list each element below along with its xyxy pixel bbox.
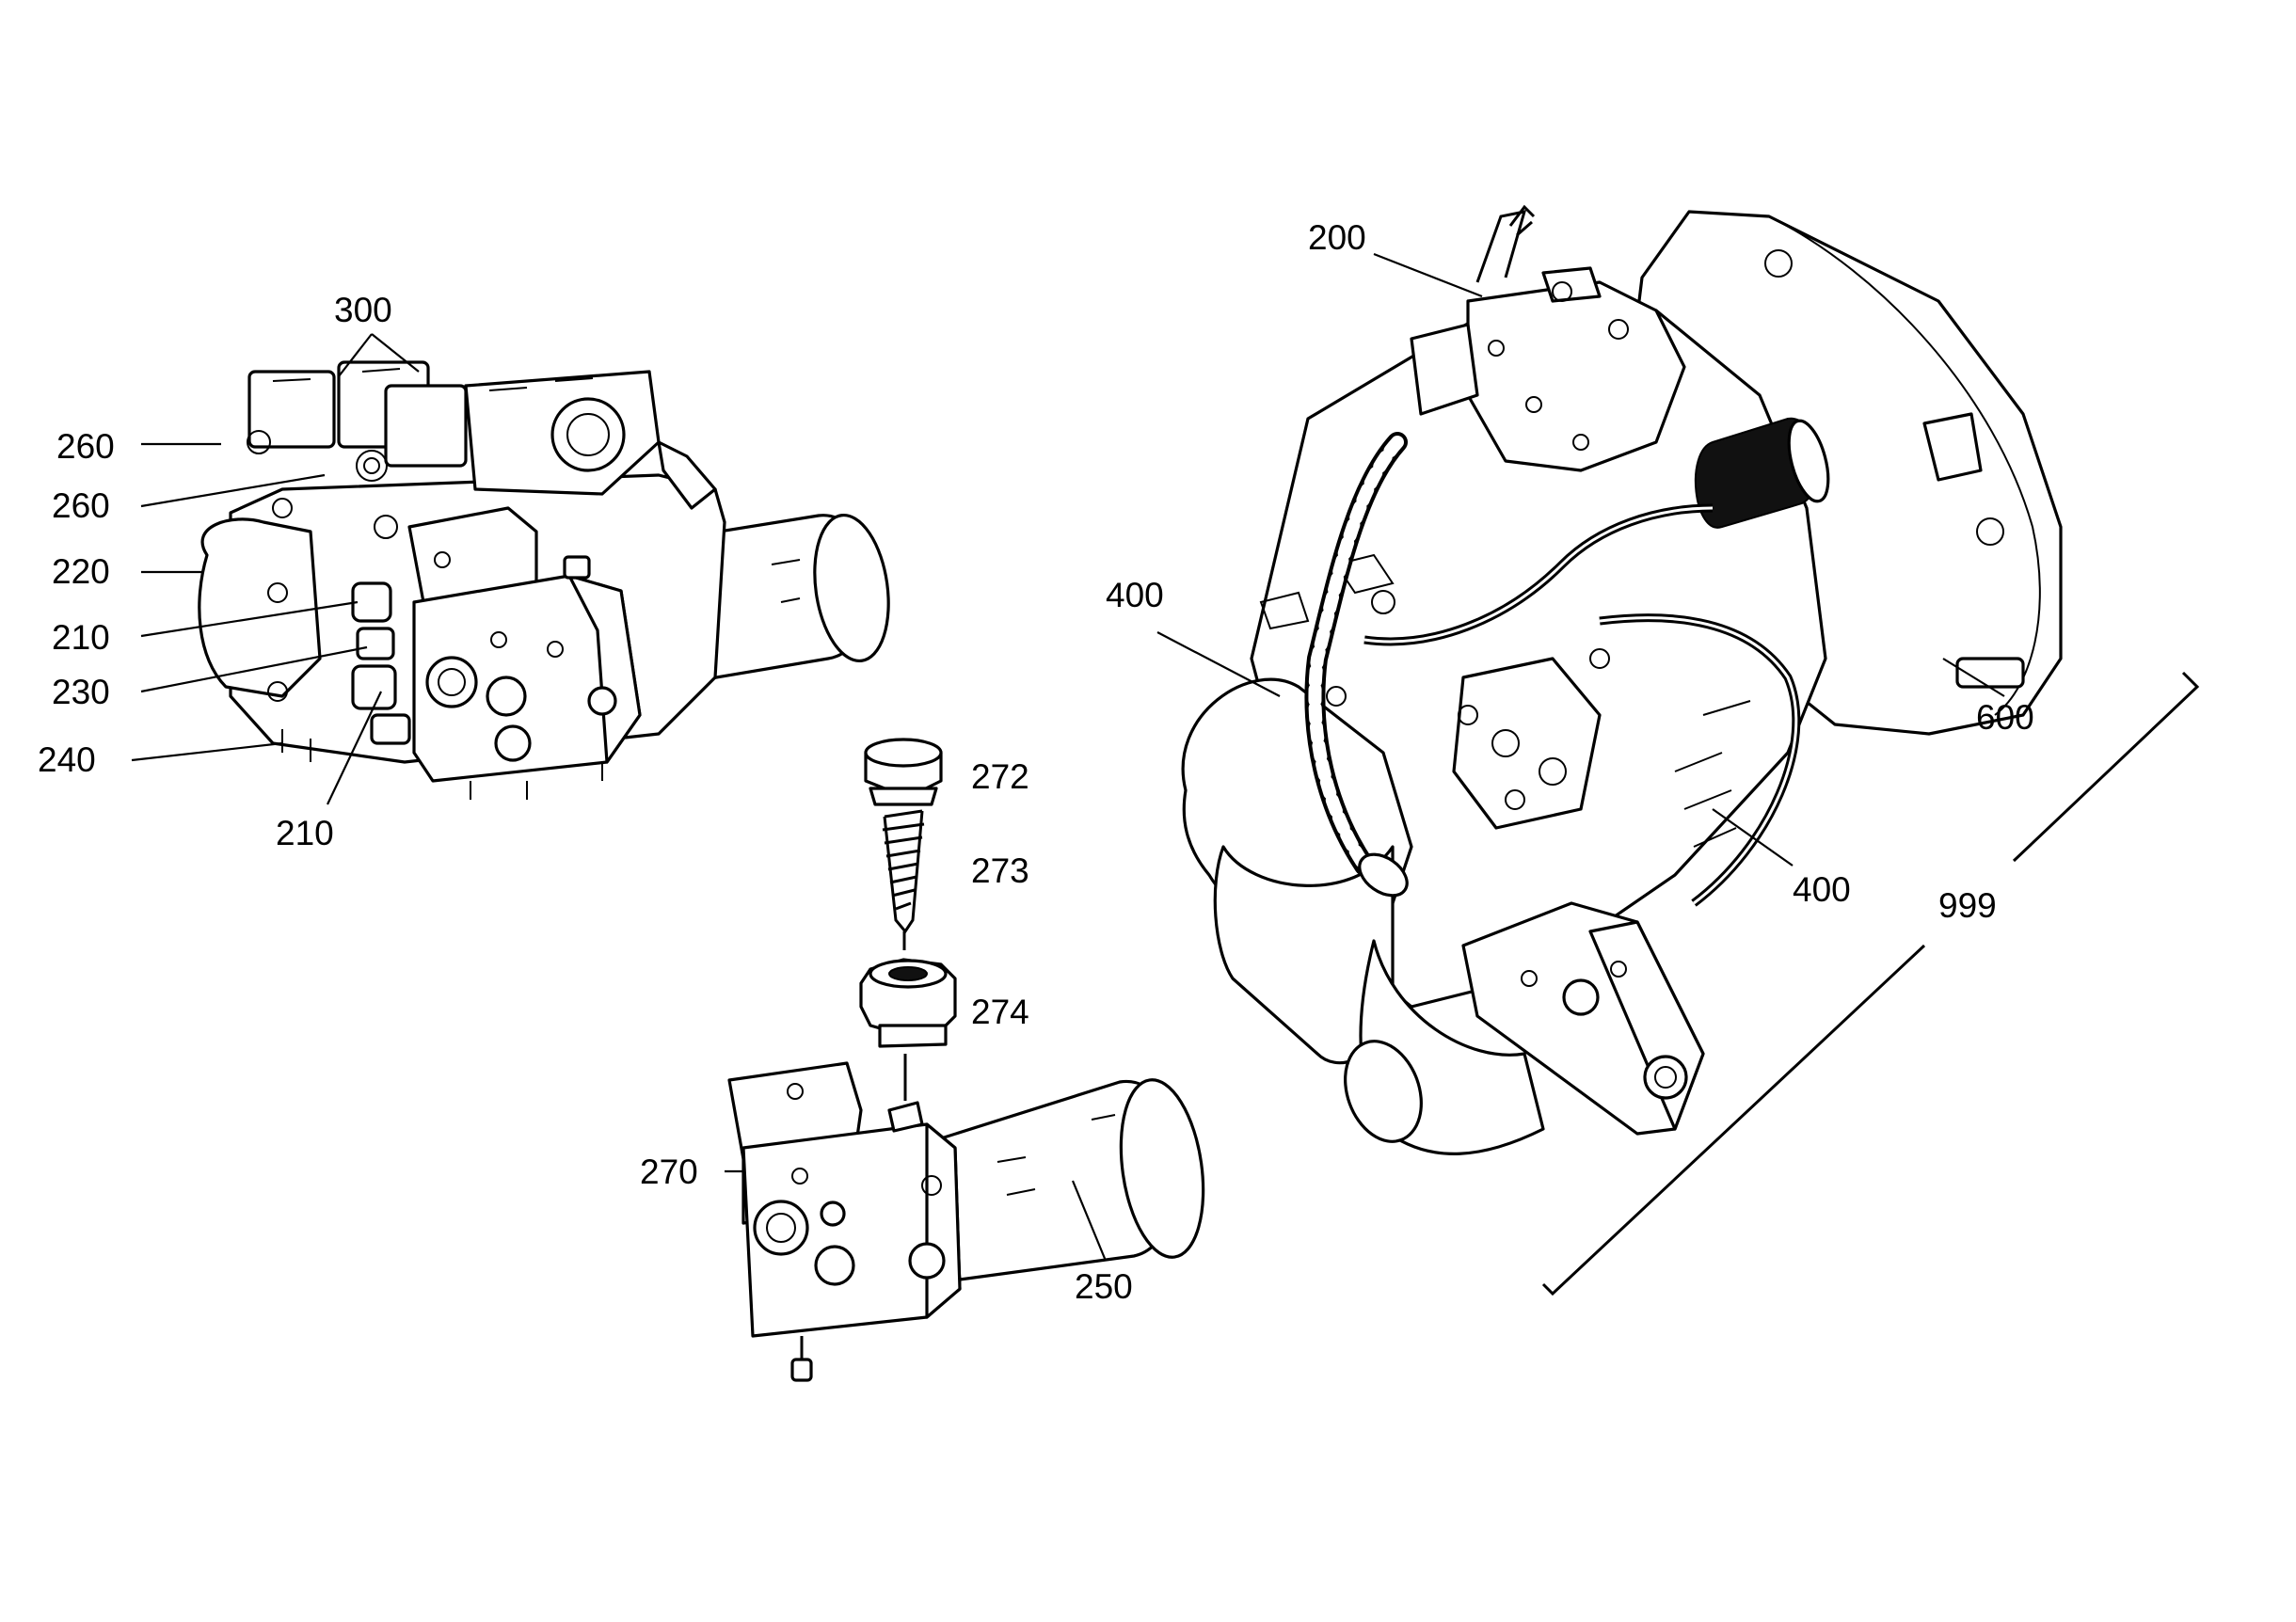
callout-400-right: 400 bbox=[1793, 870, 1851, 909]
filter-assembly bbox=[727, 738, 1205, 1382]
callout-200: 200 bbox=[1308, 218, 1366, 257]
complete-unit-assembly bbox=[1181, 204, 2063, 1155]
valve-block-assembly bbox=[198, 360, 890, 800]
callout-999: 999 bbox=[1938, 886, 1997, 925]
callout-400-left: 400 bbox=[1106, 576, 1164, 614]
callout-272: 272 bbox=[971, 757, 1029, 796]
callout-220: 220 bbox=[52, 552, 110, 591]
callout-210-lower: 210 bbox=[276, 814, 334, 852]
callout-600: 600 bbox=[1976, 698, 2034, 737]
callout-labels: 300 260 260 220 210 230 240 210 272 273 … bbox=[38, 218, 2034, 1306]
callout-230: 230 bbox=[52, 673, 110, 711]
callout-260-upper: 260 bbox=[56, 427, 115, 466]
callout-240: 240 bbox=[38, 740, 96, 779]
callout-270: 270 bbox=[640, 1153, 698, 1191]
callout-274: 274 bbox=[971, 993, 1029, 1031]
callout-250: 250 bbox=[1075, 1267, 1133, 1306]
leader-lines bbox=[131, 252, 2200, 1296]
callout-273: 273 bbox=[971, 851, 1029, 890]
callout-260-lower: 260 bbox=[52, 486, 110, 525]
callout-210-upper: 210 bbox=[52, 618, 110, 657]
callout-300: 300 bbox=[334, 291, 392, 329]
